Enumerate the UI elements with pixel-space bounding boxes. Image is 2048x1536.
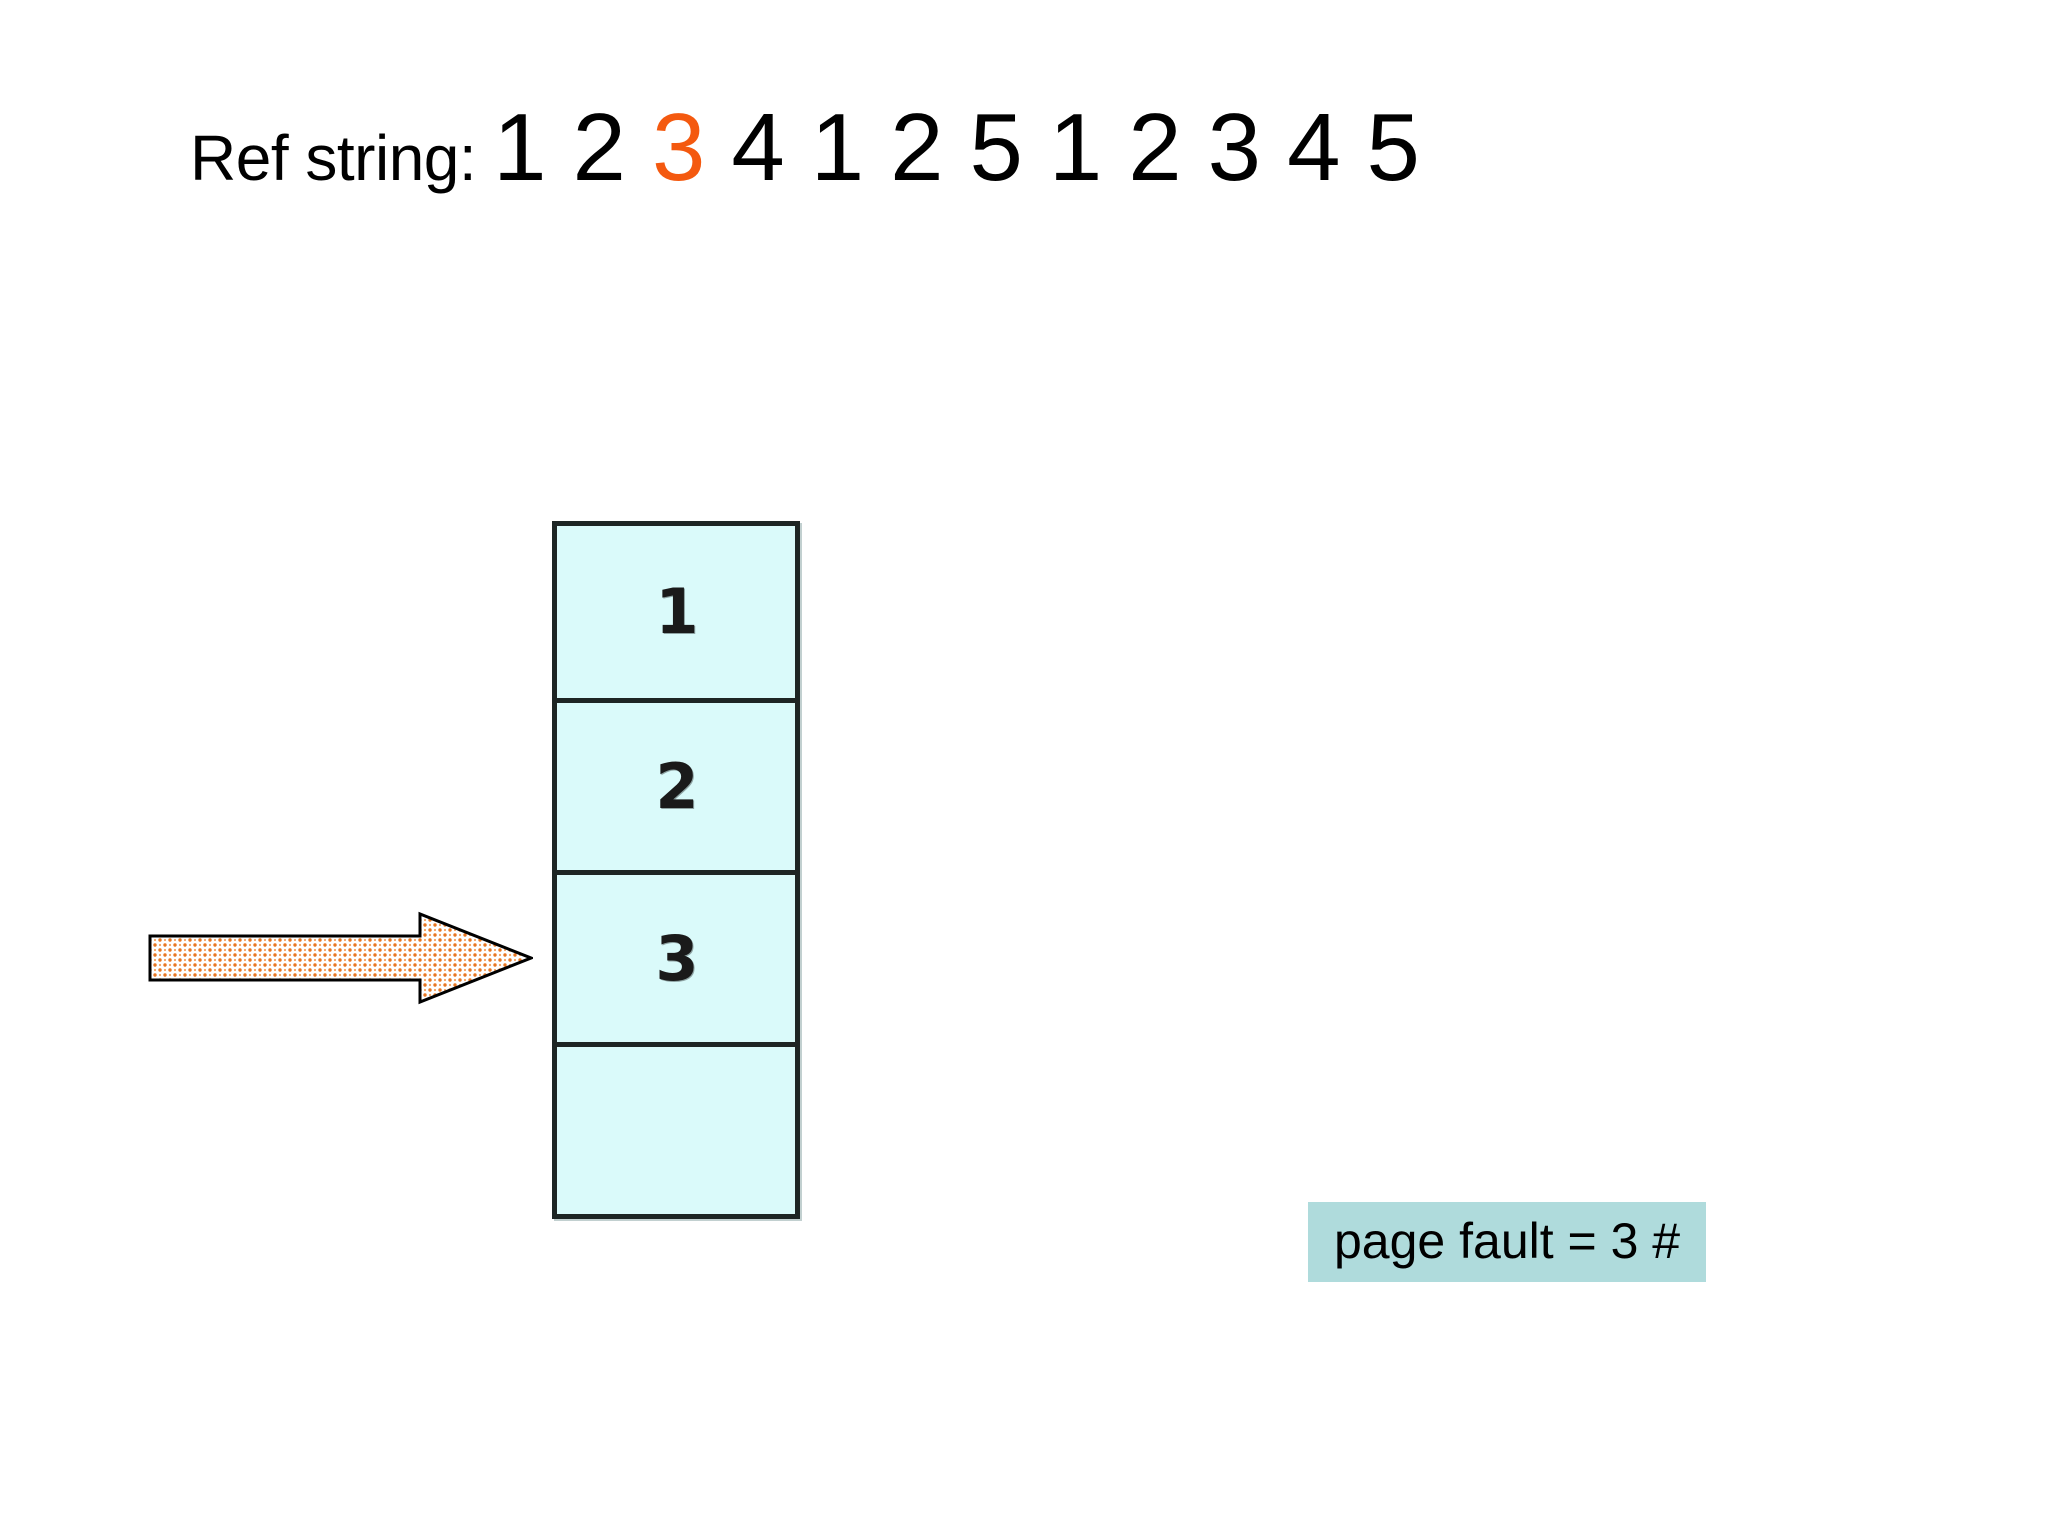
right-arrow-icon	[148, 911, 536, 1005]
page-frame-cell: 3	[557, 870, 795, 1042]
ref-string-digit: 2	[572, 94, 626, 201]
page-fault-label: page fault = 3 #	[1334, 1213, 1681, 1269]
ref-string-digit: 1	[810, 94, 865, 201]
page-fault-badge: page fault = 3 #	[1308, 1202, 1707, 1282]
pointer-arrow	[148, 908, 536, 1008]
page-frame-value: 3	[655, 921, 698, 995]
ref-string-digit: 5	[969, 94, 1023, 201]
ref-string-digit: 3	[1207, 94, 1262, 201]
page-frame-cell: 2	[557, 698, 795, 870]
ref-string-digit: 3	[651, 94, 706, 201]
page-frame-column: 1 2 3	[552, 521, 800, 1219]
ref-string-label: Ref string:	[190, 122, 477, 194]
ref-string-digit: 4	[1287, 94, 1341, 201]
page-frame-value: 1	[655, 575, 698, 648]
ref-string-digit: 1	[493, 94, 547, 201]
ref-string-digit: 5	[1366, 94, 1420, 201]
ref-string-digit: 4	[731, 94, 785, 201]
page-frame-value: 2	[655, 749, 698, 823]
ref-string-digit: 2	[1128, 94, 1182, 201]
ref-string-digit: 2	[890, 94, 944, 201]
ref-string-digit: 1	[1048, 94, 1103, 201]
page-frame-cell: 1	[557, 526, 795, 698]
page-frame-cell	[557, 1042, 795, 1214]
